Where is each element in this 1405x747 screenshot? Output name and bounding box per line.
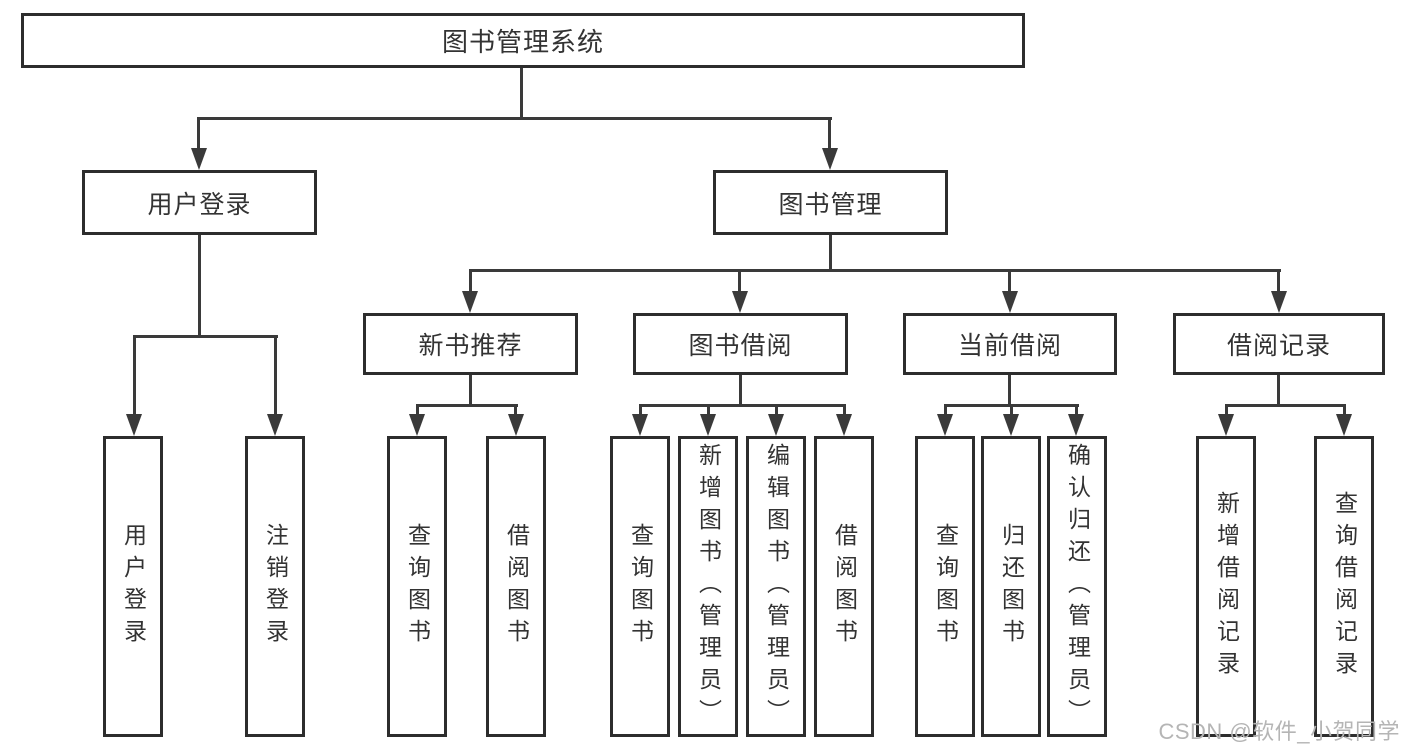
arrowhead-icon: [409, 414, 425, 436]
connector-line: [1343, 404, 1346, 416]
arrowhead-icon: [126, 414, 142, 436]
connector-line: [133, 335, 136, 416]
node-label: 图书管理系统: [441, 27, 604, 57]
connector-line: [1008, 375, 1011, 407]
node-label: 借阅记录: [1226, 332, 1331, 360]
connector-line: [707, 404, 710, 416]
leaf-add-books-admin: 新增图书（管理员）: [678, 436, 738, 737]
leaf-confirm-return-admin: 确认归还（管理员）: [1047, 436, 1107, 737]
node-label: 图书管理: [778, 190, 883, 219]
arrowhead-icon: [1068, 414, 1084, 436]
arrowhead-icon: [768, 414, 784, 436]
leaf-query-books-current: 查询图书: [915, 436, 975, 737]
connector-line: [198, 235, 201, 338]
connector-line: [829, 235, 832, 272]
arrowhead-icon: [700, 414, 716, 436]
connector-line: [1277, 375, 1280, 407]
node-book-borrowing: 图书借阅: [633, 313, 848, 375]
connector-line: [1010, 404, 1013, 416]
connector-line: [416, 404, 419, 416]
node-user-login: 用户登录: [82, 170, 317, 235]
node-label: 确认归还（管理员）: [1064, 442, 1091, 731]
arrowhead-icon: [822, 148, 838, 170]
node-label: 借阅图书: [831, 522, 858, 651]
connector-line: [775, 404, 778, 416]
node-new-book-recommend: 新书推荐: [363, 313, 578, 375]
node-label: 查询图书: [627, 522, 654, 651]
arrowhead-icon: [191, 148, 207, 170]
leaf-edit-books-admin: 编辑图书（管理员）: [746, 436, 806, 737]
node-label: 查询图书: [404, 522, 431, 651]
connector-line: [639, 404, 846, 407]
node-book-management-system: 图书管理系统: [21, 13, 1025, 68]
arrowhead-icon: [462, 291, 478, 313]
arrowhead-icon: [632, 414, 648, 436]
connector-line: [197, 117, 200, 152]
node-borrowing-records: 借阅记录: [1173, 313, 1385, 375]
leaf-user-login: 用户登录: [103, 436, 163, 737]
connector-line: [469, 269, 1281, 272]
node-book-management: 图书管理: [713, 170, 948, 235]
arrowhead-icon: [1218, 414, 1234, 436]
node-label: 新书推荐: [418, 332, 523, 360]
node-label: 归还图书: [998, 522, 1025, 651]
connector-line: [1225, 404, 1346, 407]
connector-line: [520, 68, 523, 119]
leaf-query-borrow-record: 查询借阅记录: [1314, 436, 1374, 737]
leaf-borrow-books: 借阅图书: [814, 436, 874, 737]
arrowhead-icon: [1271, 291, 1287, 313]
arrowhead-icon: [1336, 414, 1352, 436]
node-label: 查询借阅记录: [1331, 490, 1358, 683]
connector-line: [738, 269, 741, 293]
connector-line: [1277, 269, 1280, 293]
leaf-query-books-recommend: 查询图书: [387, 436, 447, 737]
node-label: 编辑图书（管理员）: [763, 442, 790, 731]
arrowhead-icon: [937, 414, 953, 436]
connector-line: [1008, 269, 1011, 293]
connector-line: [197, 117, 832, 120]
node-current-borrowing: 当前借阅: [903, 313, 1117, 375]
node-label: 用户登录: [120, 522, 147, 651]
connector-line: [469, 269, 472, 293]
arrowhead-icon: [267, 414, 283, 436]
node-label: 借阅图书: [503, 522, 530, 651]
leaf-borrow-books-recommend: 借阅图书: [486, 436, 546, 737]
leaf-add-borrow-record: 新增借阅记录: [1196, 436, 1256, 737]
node-label: 用户登录: [147, 190, 252, 219]
node-label: 当前借阅: [957, 332, 1062, 360]
arrowhead-icon: [732, 291, 748, 313]
connector-line: [843, 404, 846, 416]
connector-line: [828, 117, 831, 152]
arrowhead-icon: [1002, 291, 1018, 313]
arrowhead-icon: [1003, 414, 1019, 436]
connector-line: [739, 375, 742, 407]
leaf-logout: 注销登录: [245, 436, 305, 737]
node-label: 新增借阅记录: [1213, 490, 1240, 683]
connector-line: [274, 335, 277, 416]
node-label: 新增图书（管理员）: [695, 442, 722, 731]
leaf-return-books: 归还图书: [981, 436, 1041, 737]
connector-line: [469, 375, 472, 407]
connector-line: [133, 335, 278, 338]
connector-line: [639, 404, 642, 416]
connector-line: [514, 404, 517, 416]
connector-line: [1075, 404, 1078, 416]
connector-line: [1225, 404, 1228, 416]
watermark-text: CSDN @软件_小贺同学: [1158, 719, 1400, 744]
connector-line: [416, 404, 518, 407]
leaf-query-books-borrow: 查询图书: [610, 436, 670, 737]
node-label: 查询图书: [932, 522, 959, 651]
node-label: 注销登录: [262, 522, 289, 651]
node-label: 图书借阅: [688, 332, 793, 360]
arrowhead-icon: [836, 414, 852, 436]
arrowhead-icon: [508, 414, 524, 436]
connector-line: [944, 404, 947, 416]
